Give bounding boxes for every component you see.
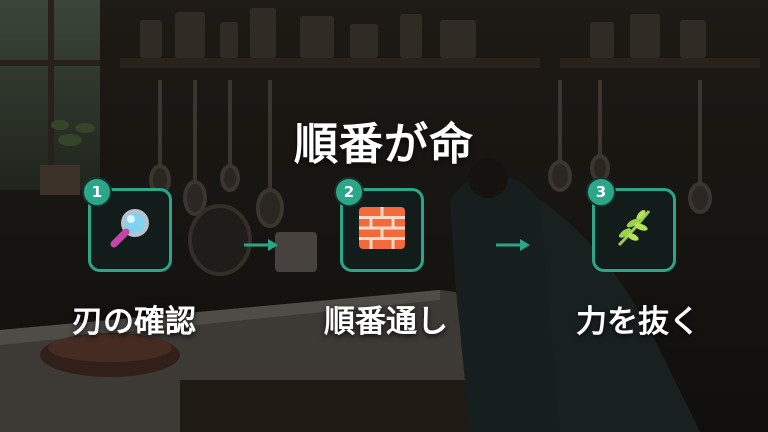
herb-icon	[611, 205, 657, 255]
arrow-right-icon	[244, 239, 278, 251]
arrow-right-icon	[496, 239, 530, 251]
brick-icon	[359, 207, 405, 253]
step-2-label: 順番通し	[324, 304, 448, 340]
step-3-label: 力を抜く	[576, 304, 700, 340]
page-title: 順番が命	[294, 119, 474, 170]
step-2-badge: 2	[334, 177, 364, 207]
step-2-card	[340, 188, 424, 272]
magnifying-glass-icon	[106, 204, 154, 256]
step-1-label: 刃の確認	[72, 304, 196, 340]
step-3-badge: 3	[586, 177, 616, 207]
step-1-badge: 1	[82, 177, 112, 207]
